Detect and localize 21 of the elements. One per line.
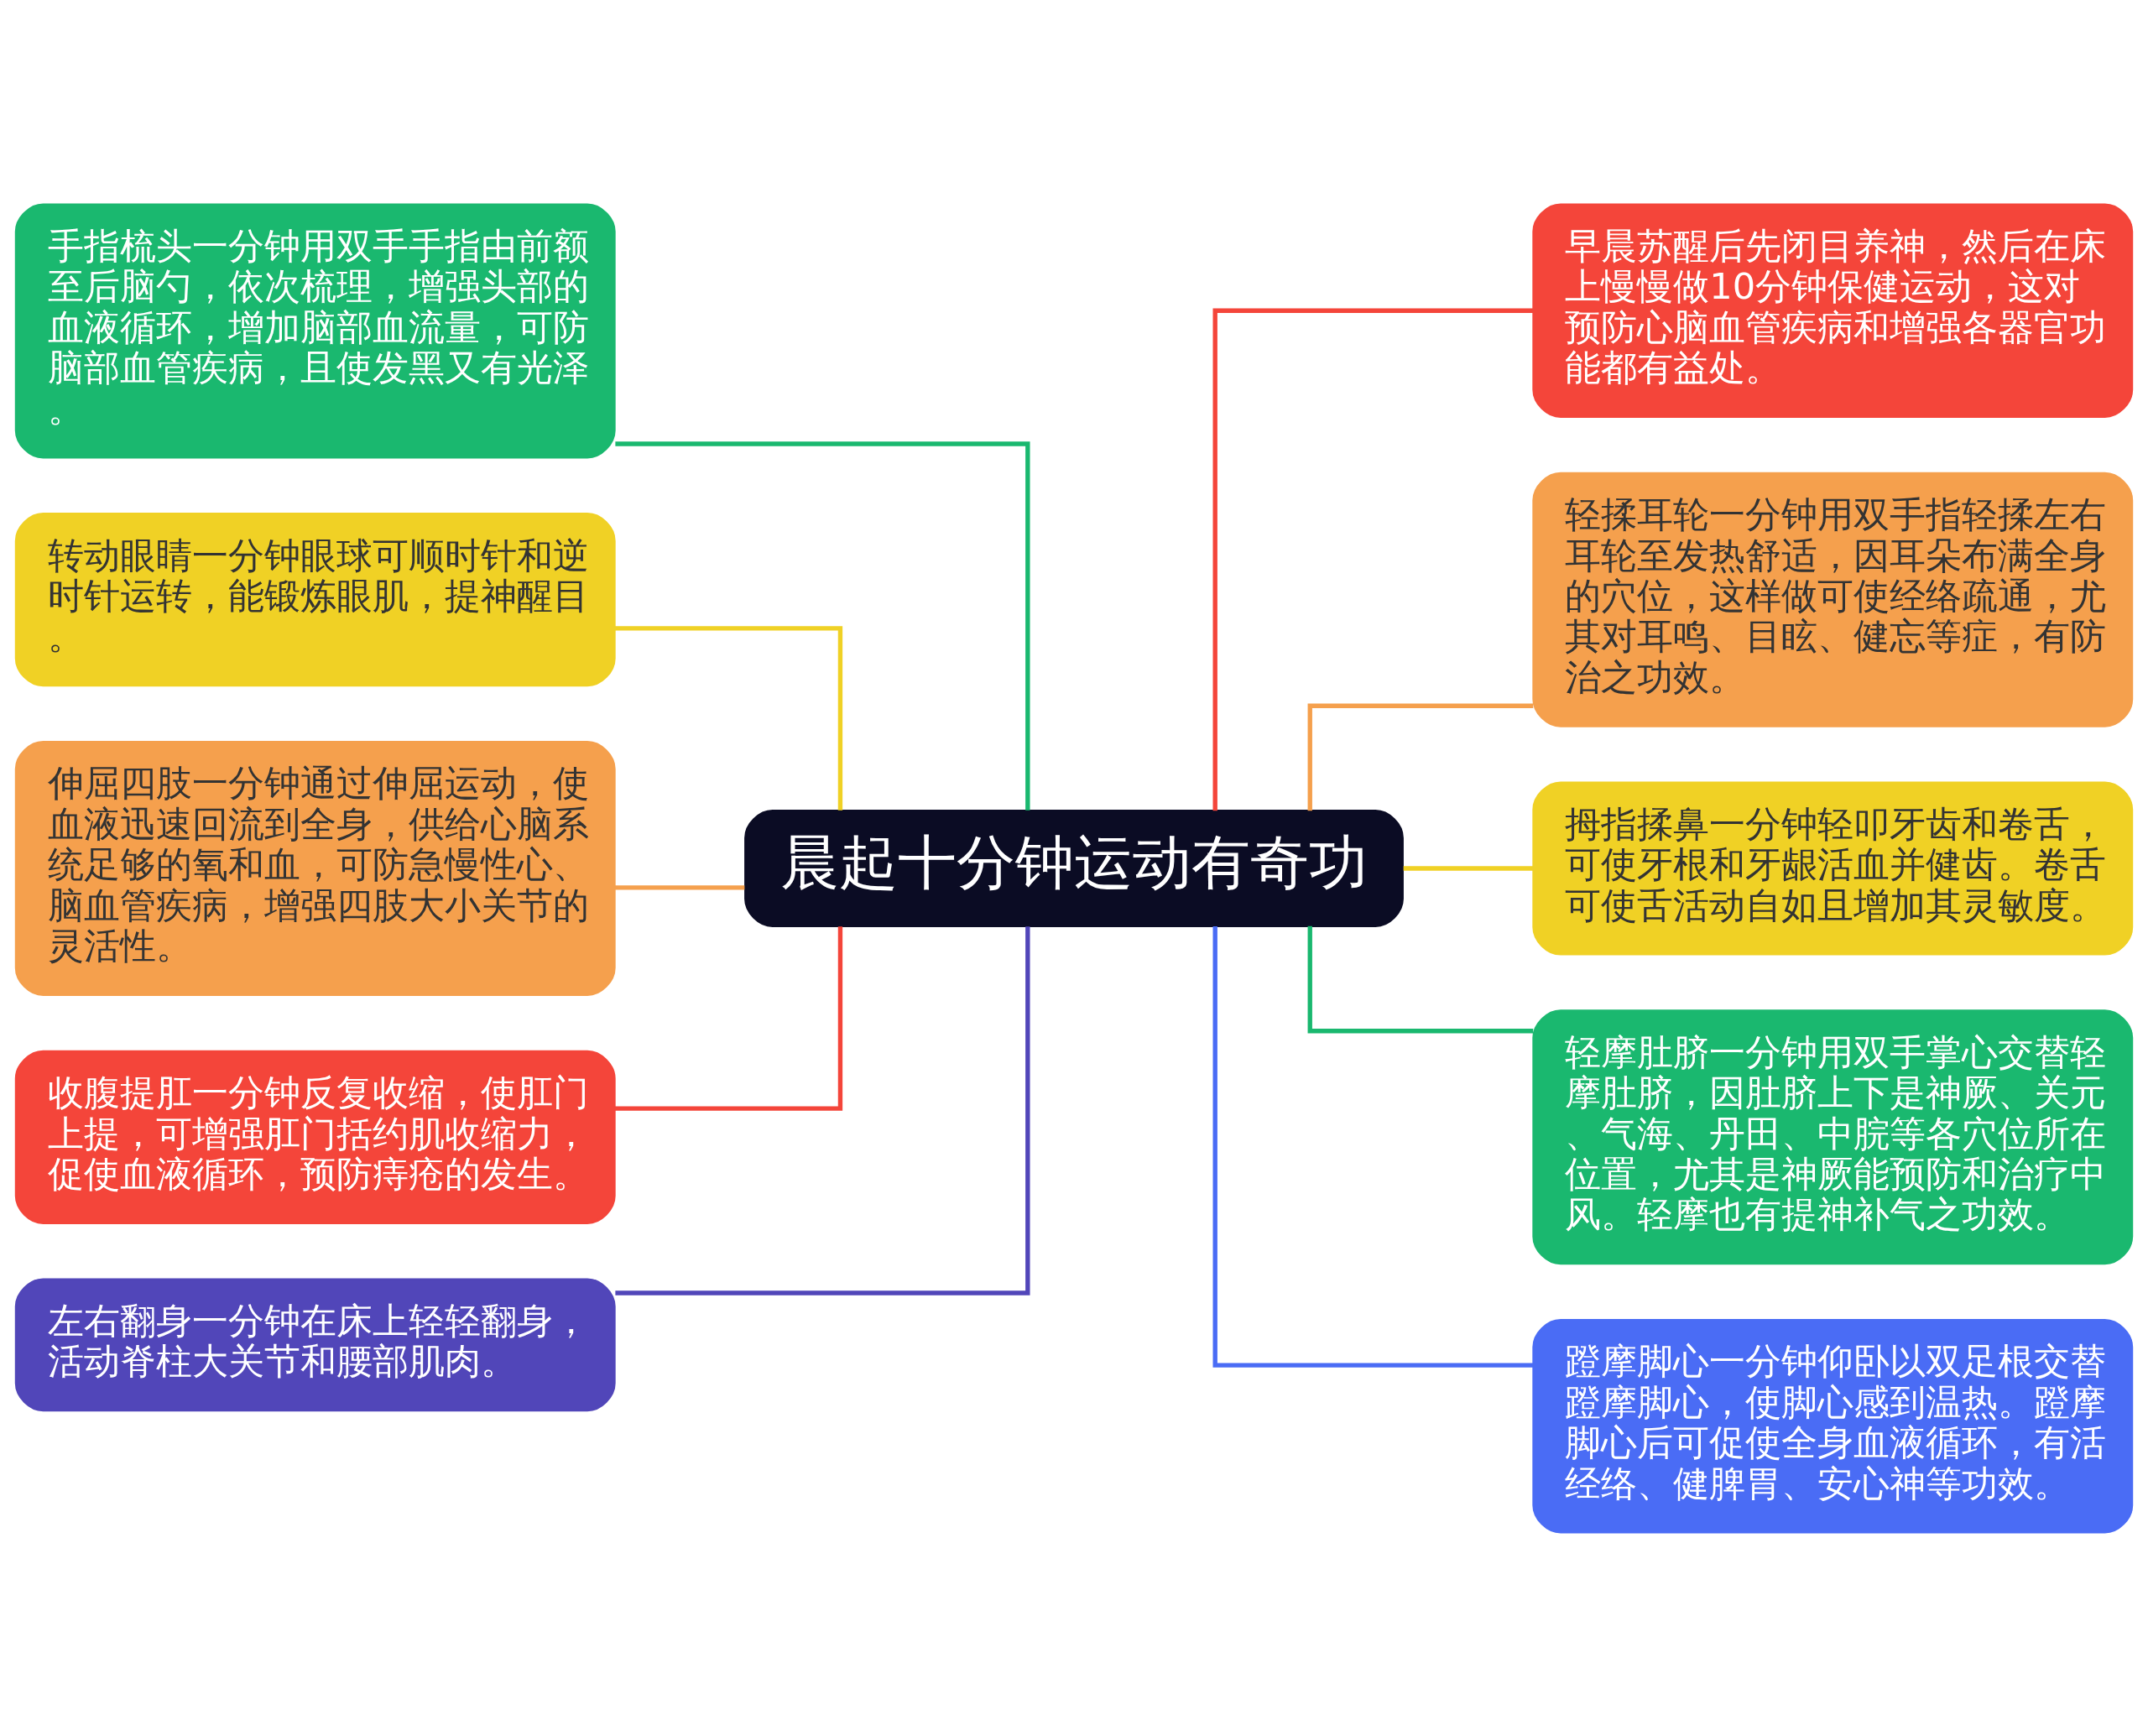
node-box: 蹬摩脚心一分钟仰卧以双足根交替蹬摩脚心，使脚心感到温热。蹬摩脚心后可促使全身血液循环，有活经络、健脾胃、安心神等功效。 — [1532, 1318, 2134, 1534]
connector — [1212, 925, 1534, 1368]
connector — [1212, 308, 1534, 811]
connector — [614, 884, 745, 890]
connector — [614, 625, 843, 811]
node-box: 左右翻身一分钟在床上轻轻翻身，活动脊柱大关节和腰部肌肉。 — [14, 1277, 616, 1411]
node-box: 轻揉耳轮一分钟用双手指轻揉左右耳轮至发热舒适，因耳朵布满全身的穴位，这样做可使经络疏通，尤其对耳鸣、目眩、健忘等症，有防治之功效。 — [1532, 472, 2134, 727]
connector — [1403, 865, 1534, 871]
node-box: 伸屈四肢一分钟通过伸屈运动，使血液迅速回流到全身，供给心脑系统足够的氧和血，可防急慢性心、脑血管疾病，增强四肢大小关节的灵活性。 — [14, 740, 616, 996]
node-box: 晨起十分钟运动有奇功 — [744, 809, 1404, 927]
node-box: 轻摩肚脐一分钟用双手掌心交替轻摩肚脐，因肚脐上下是神厥、关元、气海、丹田、中脘等各穴位所在位置，尤其是神厥能预防和治疗中风。轻摩也有提神补气之功效。 — [1532, 1009, 2134, 1264]
connector — [1307, 703, 1534, 811]
node-box: 拇指揉鼻一分钟轻叩牙齿和卷舌，可使牙根和牙龈活血并健齿。卷舌可使舌活动自如且增加其灵敏度。 — [1532, 780, 2134, 956]
node-box: 转动眼睛一分钟眼球可顺时针和逆时针运转，能锻炼眼肌，提神醒目。 — [14, 512, 616, 686]
node-box: 手指梳头一分钟用双手手指由前额至后脑勺，依次梳理，增强头部的血液循环，增加脑部血流量，可防脑部血管疾病，且使发黑又有光泽。 — [14, 202, 616, 459]
connector — [615, 925, 1030, 1295]
connector — [615, 441, 1030, 811]
node-box: 早晨苏醒后先闭目养神，然后在床上慢慢做10分钟保健运动，这对预防心脑血管疾病和增强各器官功能都有益处。 — [1532, 202, 2134, 418]
node-box: 收腹提肛一分钟反复收缩，使肛门上提，可增强肛门括约肌收缩力，促使血液循环，预防痔疮的发生。 — [14, 1050, 616, 1224]
connector — [614, 925, 843, 1111]
connector — [1307, 925, 1534, 1033]
